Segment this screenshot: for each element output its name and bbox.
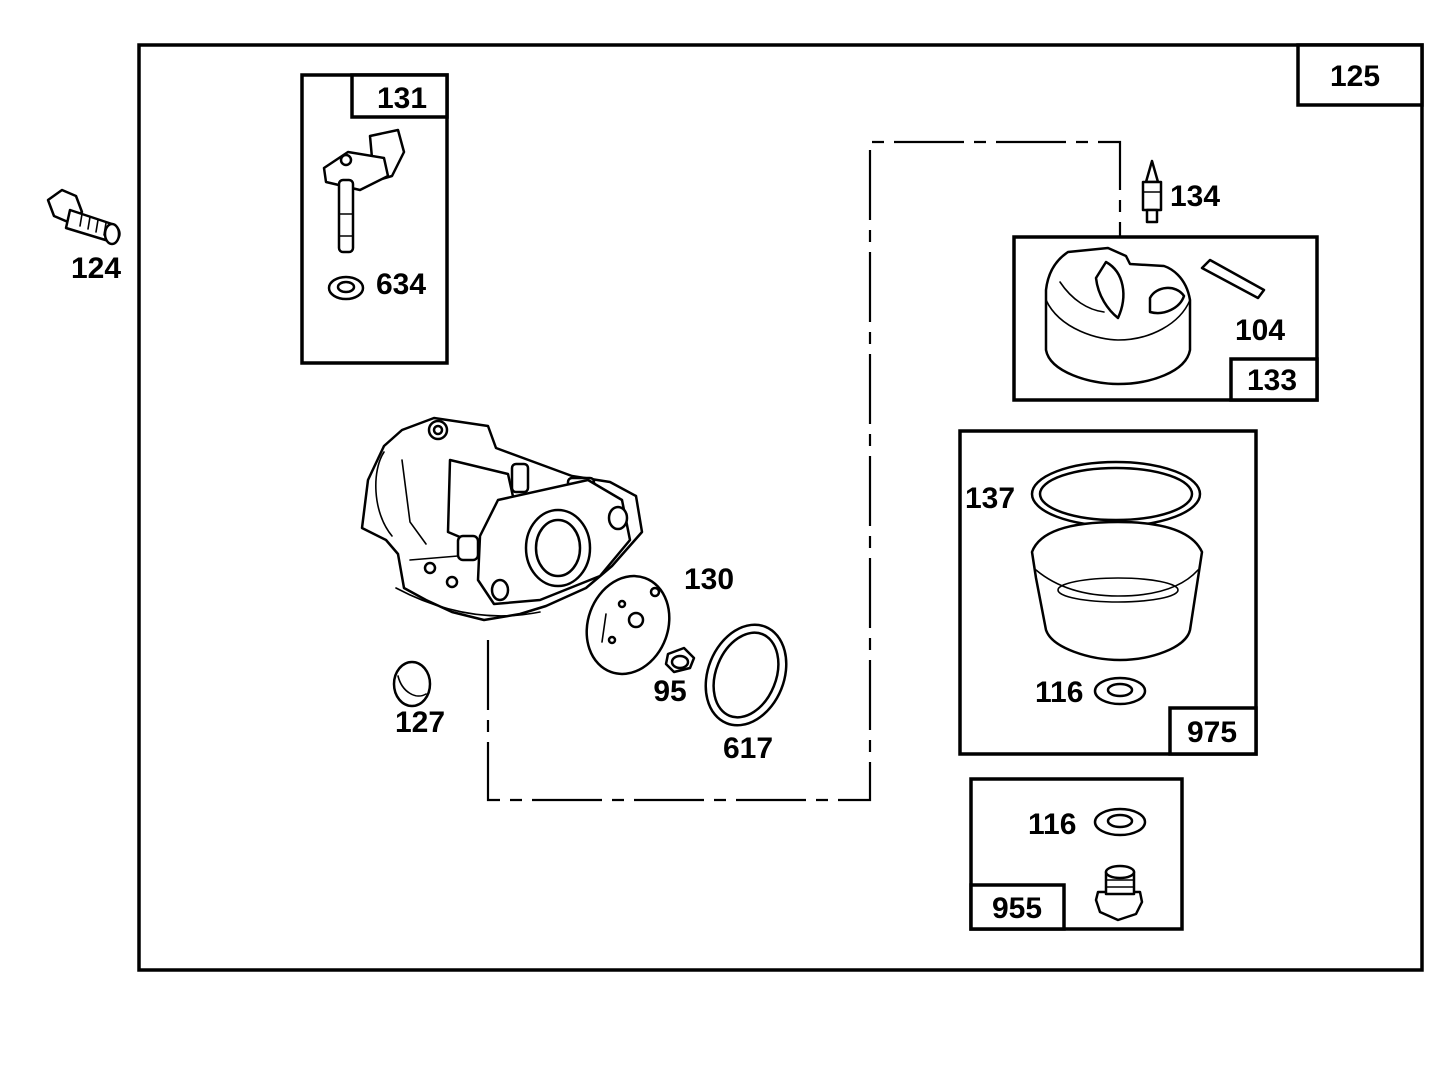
leader-dashed-frame [486, 140, 1122, 802]
plug-127-drawing [392, 660, 432, 708]
carburetor-body-drawing [360, 416, 644, 622]
part-label-104: 104 [1235, 314, 1285, 347]
assembly-number: 125 [1330, 60, 1380, 93]
kit-955-number: 955 [992, 892, 1042, 925]
kit-133-number: 133 [1247, 364, 1297, 397]
kit-131-box [300, 73, 449, 365]
part-label-116-kit975: 116 [1035, 676, 1083, 709]
assembly-frame [137, 43, 1424, 972]
part-label-137: 137 [965, 482, 1015, 515]
part-label-124: 124 [71, 252, 121, 285]
assembly-number-box [1296, 43, 1424, 107]
o-ring-617-drawing [704, 623, 788, 727]
gasket-130-drawing [585, 574, 671, 676]
part-label-134: 134 [1170, 180, 1220, 213]
pin-104-drawing [1200, 258, 1266, 300]
part-label-130: 130 [684, 563, 734, 596]
float-bowl-drawing [1030, 520, 1204, 662]
float-drawing [1044, 246, 1192, 386]
kit-133-number-box [1229, 357, 1319, 402]
kit-131-number-box [350, 73, 449, 119]
kit-975-number-box [1168, 706, 1258, 756]
washer-116-kit975-drawing [1093, 676, 1147, 706]
needle-134-drawing [1141, 159, 1163, 224]
fitting-124-drawing [46, 188, 121, 246]
part-label-617: 617 [723, 732, 773, 765]
washer-116-kit955-drawing [1093, 807, 1147, 837]
drain-plug-drawing [1094, 864, 1144, 922]
choke-shaft-drawing [322, 128, 406, 254]
gasket-137-drawing [1030, 460, 1202, 528]
part-label-634: 634 [376, 268, 426, 301]
part-label-116-kit955: 116 [1028, 808, 1076, 841]
washer-634-drawing [327, 275, 365, 301]
part-label-95: 95 [653, 675, 686, 708]
kit-955-number-box [969, 883, 1066, 931]
kit-131-number: 131 [377, 82, 427, 115]
part-label-127: 127 [395, 706, 445, 739]
kit-975-number: 975 [1187, 716, 1237, 749]
screw-95-drawing [664, 646, 696, 674]
